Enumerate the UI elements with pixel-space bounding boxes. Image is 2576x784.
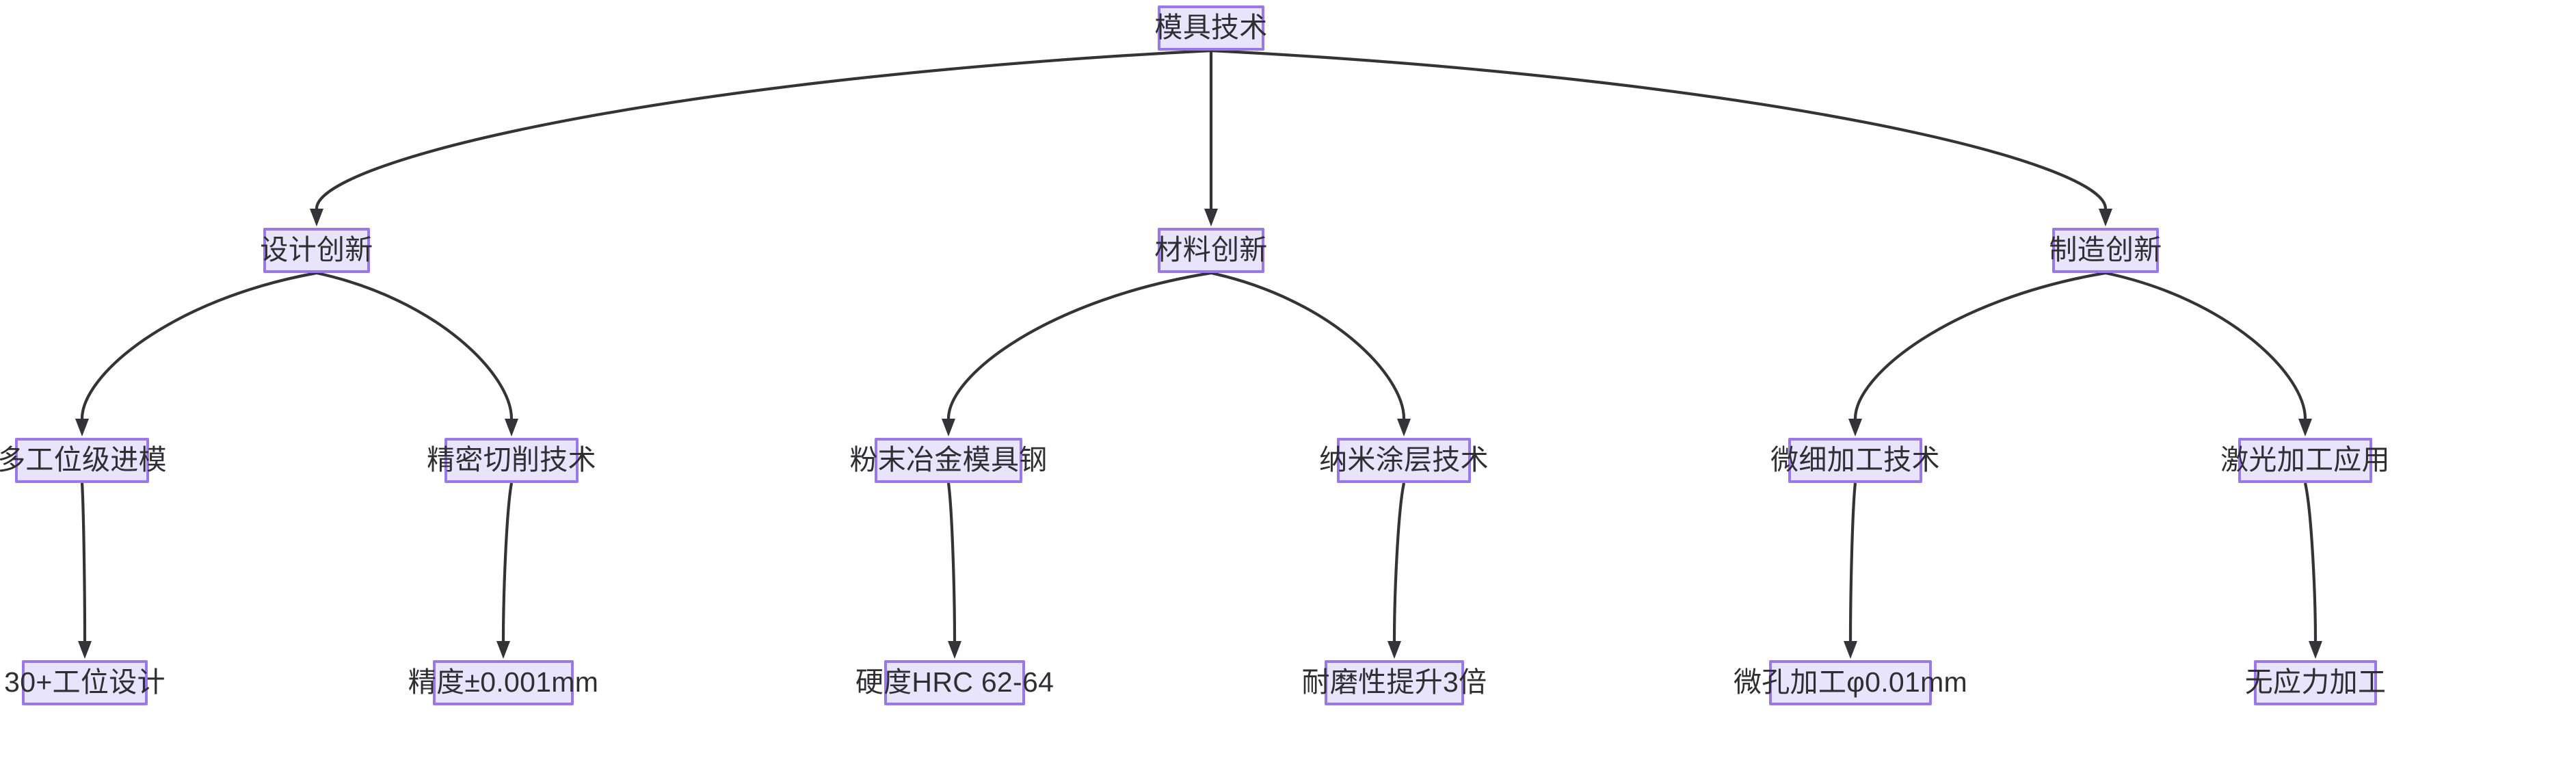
flow-edge-b2-to-c4 [1210, 271, 1406, 419]
flow-node-c5[interactable]: 微细加工技术 [1770, 438, 1940, 483]
arrow-head-icon [1844, 641, 1857, 659]
flow-node-label: 制造创新 [2049, 234, 2162, 266]
flow-node-label: 精密切削技术 [427, 444, 596, 476]
arrow-head-icon [1397, 419, 1411, 436]
flow-node-d5[interactable]: 微孔加工φ0.01mm [1734, 660, 1967, 705]
arrow-head-icon [310, 209, 323, 226]
flow-node-label: 微孔加工φ0.01mm [1734, 666, 1967, 698]
flow-node-d1[interactable]: 30+工位设计 [4, 660, 165, 705]
flow-node-label: 无应力加工 [2244, 666, 2387, 698]
flow-node-label: 硬度HRC 62-64 [855, 666, 1054, 698]
flow-node-d6[interactable]: 无应力加工 [2245, 660, 2386, 705]
flow-node-b1[interactable]: 设计创新 [260, 228, 373, 273]
flow-node-c4[interactable]: 纳米涂层技术 [1319, 438, 1489, 483]
arrow-head-icon [1204, 209, 1218, 226]
arrow-head-icon [2298, 419, 2312, 436]
flow-edge-b1-to-c2 [316, 271, 514, 419]
flow-node-d2[interactable]: 精度±0.001mm [408, 660, 598, 705]
arrow-head-icon [78, 641, 92, 659]
flow-edge-b2-to-c3 [946, 271, 1212, 419]
arrow-head-icon [942, 419, 955, 436]
flow-node-b3[interactable]: 制造创新 [2049, 228, 2162, 273]
flow-edge-c4-to-d4 [1392, 482, 1406, 642]
flow-node-c3[interactable]: 粉末冶金模具钢 [849, 438, 1047, 483]
flow-node-label: 粉末冶金模具钢 [849, 444, 1048, 476]
flow-node-label: 材料创新 [1154, 234, 1268, 266]
flow-node-c2[interactable]: 精密切削技术 [427, 438, 596, 483]
flow-node-c6[interactable]: 激光加工应用 [2220, 438, 2390, 483]
flow-node-label: 精度±0.001mm [408, 666, 599, 698]
flow-edge-b3-to-c6 [2105, 271, 2307, 419]
arrow-head-icon [75, 419, 89, 436]
flow-edge-b1-to-c1 [80, 271, 317, 419]
flow-node-d3[interactable]: 硬度HRC 62-64 [855, 660, 1054, 705]
flow-node-label: 微细加工技术 [1770, 444, 1940, 476]
flow-node-label: 激光加工应用 [2220, 444, 2390, 476]
flow-edge-c2-to-d2 [501, 482, 514, 642]
flow-node-root[interactable]: 模具技术 [1154, 5, 1267, 51]
flow-edge-c1-to-d1 [80, 482, 87, 642]
flow-node-label: 30+工位设计 [4, 666, 165, 698]
flow-node-label: 模具技术 [1154, 12, 1268, 44]
flow-edge-c5-to-d5 [1848, 482, 1857, 642]
arrow-head-icon [2309, 641, 2322, 659]
flow-edge-root-to-b3 [1210, 49, 2108, 209]
arrow-head-icon [2099, 209, 2112, 226]
flow-node-label: 设计创新 [260, 234, 373, 266]
flow-edge-c6-to-d6 [2303, 482, 2318, 642]
arrow-head-icon [496, 641, 510, 659]
flow-node-c1[interactable]: 多工位级进模 [0, 438, 167, 483]
arrow-head-icon [505, 419, 518, 436]
flow-node-label: 纳米涂层技术 [1319, 444, 1489, 476]
flow-node-label: 耐磨性提升3倍 [1301, 666, 1487, 698]
arrow-head-icon [948, 641, 961, 659]
arrow-head-icon [1848, 419, 1862, 436]
flow-edge-b3-to-c5 [1853, 271, 2106, 419]
flow-node-b2[interactable]: 材料创新 [1154, 228, 1267, 273]
flow-node-label: 多工位级进模 [0, 444, 167, 476]
arrow-head-icon [1387, 641, 1401, 659]
flow-edge-root-to-b1 [315, 49, 1212, 209]
flow-node-d4[interactable]: 耐磨性提升3倍 [1302, 660, 1487, 705]
flow-edge-c3-to-d3 [946, 482, 957, 642]
